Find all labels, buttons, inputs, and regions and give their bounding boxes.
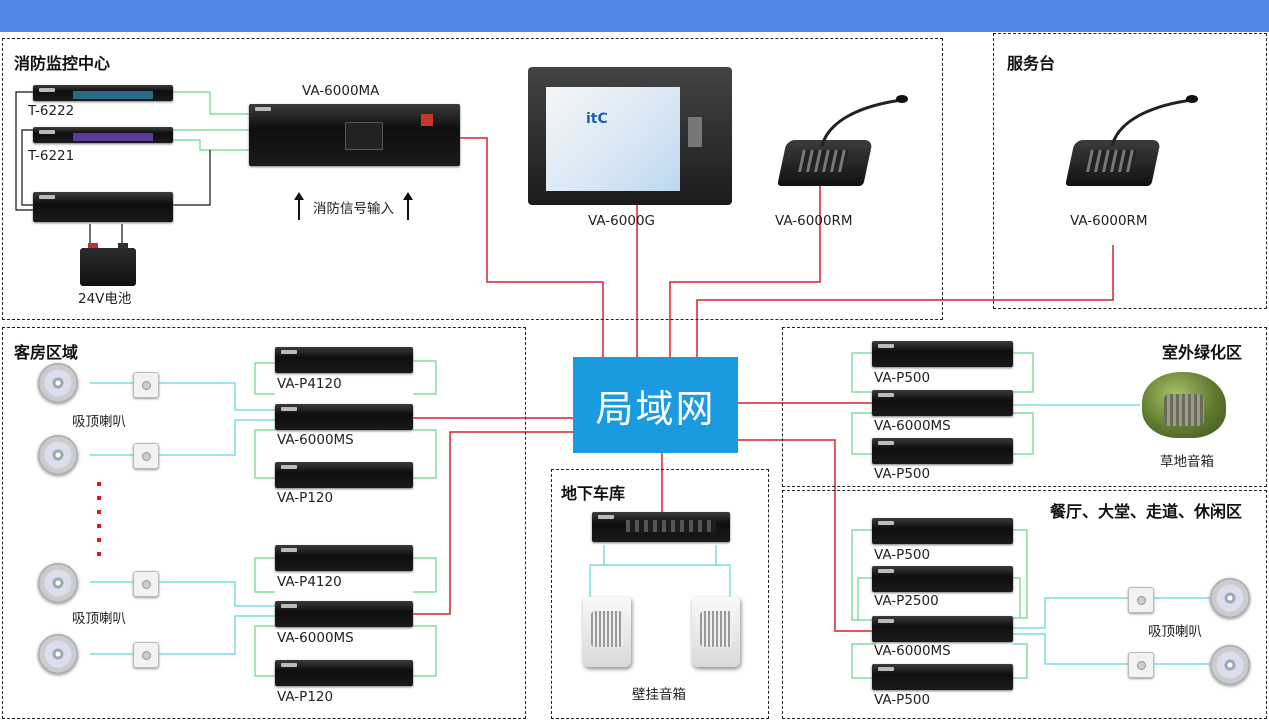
ceiling-speaker-icon <box>1210 645 1250 685</box>
fire-signal-input-label: 消防信号输入 <box>313 201 394 217</box>
din-p500-b-label: VA-P500 <box>874 692 931 708</box>
garage-amplifier-device <box>592 512 730 542</box>
din-ms-label: VA-6000MS <box>874 643 951 659</box>
ceiling-speaker-label-3: 吸顶喇叭 <box>1148 624 1202 640</box>
rm-center-label: VA-6000RM <box>775 213 853 229</box>
zone-title-service-desk: 服务台 <box>1007 54 1056 73</box>
out-p500-a-label: VA-P500 <box>874 370 931 386</box>
din-p500-a-label: VA-P500 <box>874 547 931 563</box>
more-speakers-dots-icon <box>97 482 101 564</box>
mic-gooseneck-center-icon <box>820 95 908 147</box>
mic-gooseneck-service-icon <box>1110 95 1198 147</box>
va6000g-label: VA-6000G <box>588 213 655 229</box>
guest-p4120-b-label: VA-P4120 <box>277 574 342 590</box>
fire-input-arrow-left-icon <box>294 192 304 220</box>
ceiling-speaker-icon <box>38 634 78 674</box>
guest-ms-a-device <box>275 404 413 430</box>
volume-control-icon <box>133 372 159 398</box>
t6221-label: T-6221 <box>28 148 75 164</box>
zone-title-underground-garage: 地下车库 <box>561 484 626 503</box>
ceiling-speaker-label-2: 吸顶喇叭 <box>72 611 126 627</box>
lawn-speaker-label: 草地音箱 <box>1160 454 1214 470</box>
zone-fire-center <box>2 38 943 320</box>
header-bar <box>0 0 1269 32</box>
ceiling-speaker-label-1: 吸顶喇叭 <box>72 414 126 430</box>
ceiling-speaker-icon <box>1210 578 1250 618</box>
va6000g-workstation: itC <box>528 67 732 205</box>
guest-p120-b-device <box>275 660 413 686</box>
zone-title-outdoor-green: 室外绿化区 <box>1162 343 1243 362</box>
out-p500-b-label: VA-P500 <box>874 466 931 482</box>
battery-icon <box>80 243 136 286</box>
lan-network-hub: 局域网 <box>573 357 738 453</box>
din-p500-b-device <box>872 664 1013 690</box>
guest-p4120-a-device <box>275 347 413 373</box>
volume-control-icon <box>133 642 159 668</box>
green-amp-wires <box>173 91 1034 679</box>
guest-ms-b-label: VA-6000MS <box>277 630 354 646</box>
va6000ma-host-device <box>249 104 460 166</box>
volume-control-icon <box>133 571 159 597</box>
din-p2500-device <box>872 566 1013 592</box>
red-network-wires <box>413 137 1114 632</box>
t6221-device <box>33 127 173 143</box>
zone-title-dining-lobby: 餐厅、大堂、走道、休闲区 <box>1050 502 1243 521</box>
guest-p120-a-label: VA-P120 <box>277 490 334 506</box>
out-ms-label: VA-6000MS <box>874 418 951 434</box>
fire-input-arrow-right-icon <box>403 192 413 220</box>
ceiling-speaker-icon <box>38 363 78 403</box>
volume-control-icon <box>1128 652 1154 678</box>
ceiling-speaker-icon <box>38 563 78 603</box>
wall-speaker-right-icon <box>692 597 740 667</box>
t6222-tuner-device <box>33 85 173 101</box>
wall-speaker-left-icon <box>583 597 631 667</box>
volume-control-icon <box>1128 587 1154 613</box>
out-p500-a-device <box>872 341 1013 367</box>
cyan-speaker-wires <box>90 382 1210 665</box>
din-p2500-label: VA-P2500 <box>874 593 939 609</box>
din-ms-device <box>872 616 1013 642</box>
va6000ma-label: VA-6000MA <box>302 83 380 99</box>
out-p500-b-device <box>872 438 1013 464</box>
charger-device <box>33 192 173 222</box>
din-p500-a-device <box>872 518 1013 544</box>
guest-p120-a-device <box>275 462 413 488</box>
zone-title-guest-rooms: 客房区域 <box>14 343 79 362</box>
volume-control-icon <box>133 443 159 469</box>
guest-p4120-b-device <box>275 545 413 571</box>
guest-ms-a-label: VA-6000MS <box>277 432 354 448</box>
zone-dining-lobby <box>782 490 1267 719</box>
guest-p120-b-label: VA-P120 <box>277 689 334 705</box>
zone-outdoor-green <box>782 327 1267 487</box>
t6222-label: T-6222 <box>28 103 75 119</box>
zone-guest-rooms <box>2 327 526 719</box>
battery-label: 24V电池 <box>78 291 132 307</box>
out-ms-device <box>872 390 1013 416</box>
zone-service-desk <box>993 33 1267 309</box>
rm-service-label: VA-6000RM <box>1070 213 1148 229</box>
wall-speaker-label: 壁挂音箱 <box>632 687 686 703</box>
zone-underground-garage <box>551 469 769 719</box>
ceiling-speaker-icon <box>38 435 78 475</box>
lawn-speaker-icon <box>1142 372 1226 438</box>
guest-ms-b-device <box>275 601 413 627</box>
zone-title-fire-center: 消防监控中心 <box>14 54 111 73</box>
guest-p4120-a-label: VA-P4120 <box>277 376 342 392</box>
